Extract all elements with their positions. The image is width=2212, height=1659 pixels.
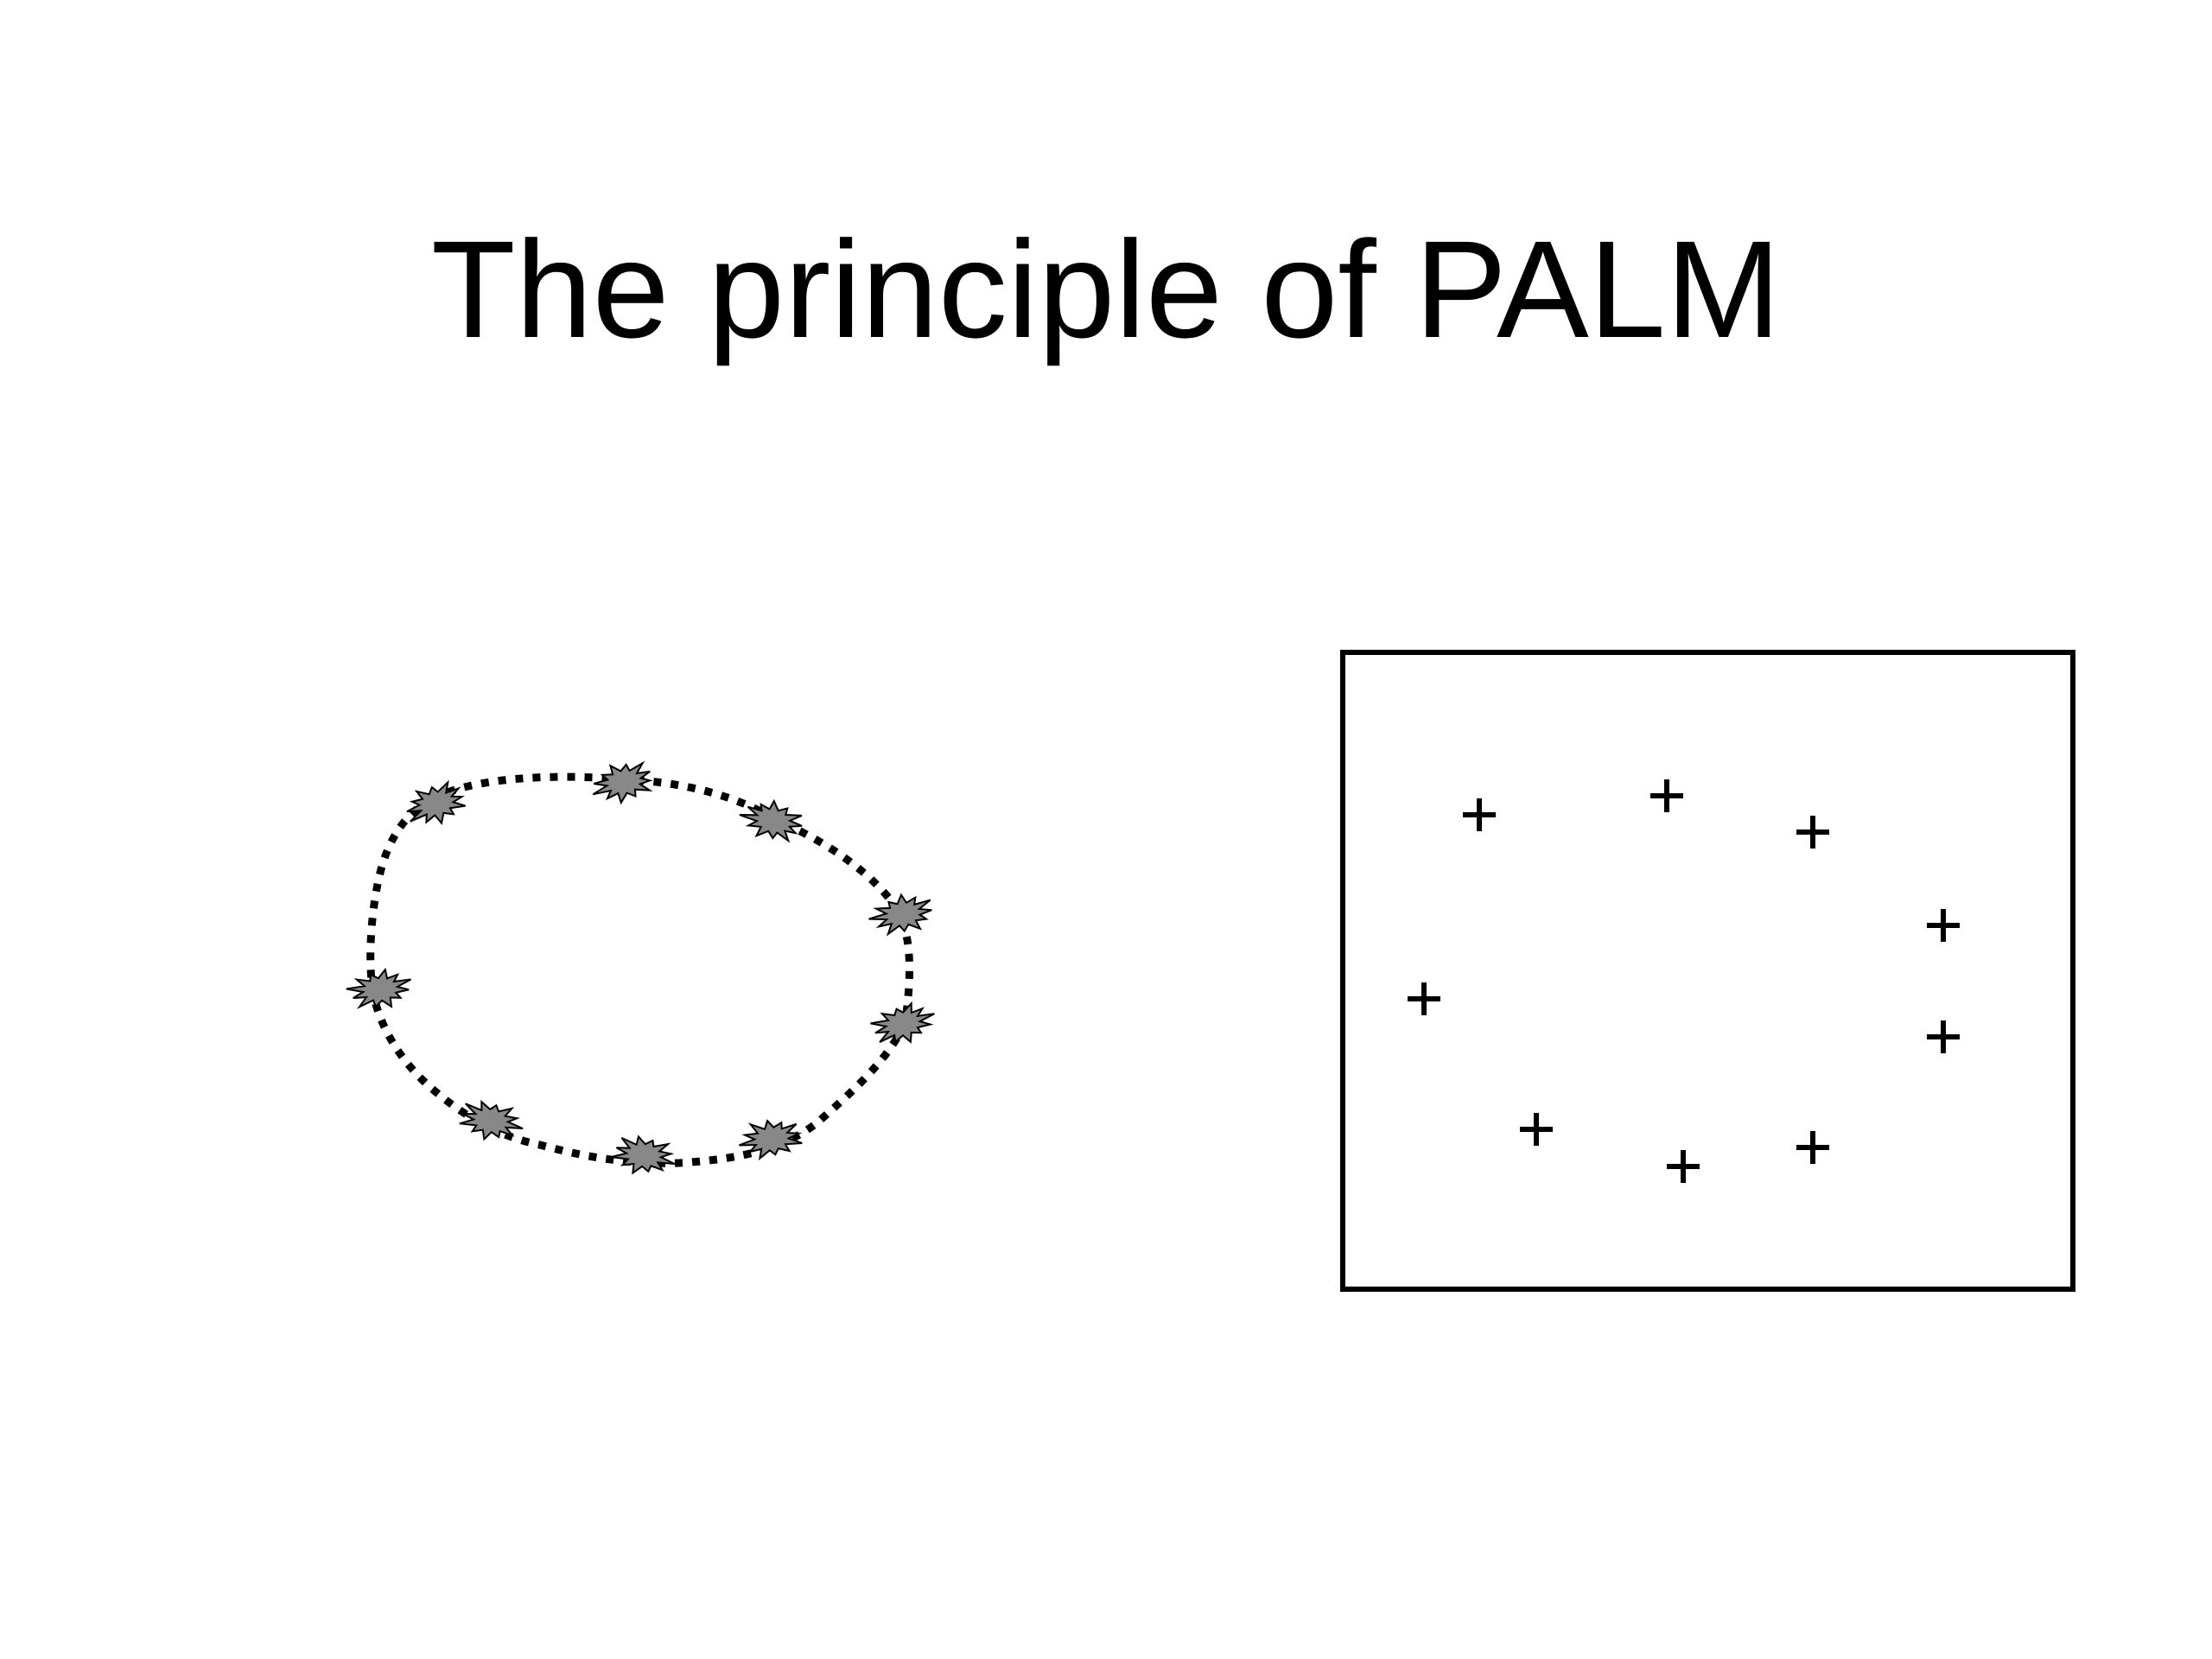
right-panel [1340,650,2075,1292]
starburst-icon [611,1135,676,1175]
starburst-icon [459,1099,524,1141]
plus-icon [1463,798,1496,831]
starburst-icon [406,779,466,825]
markers-group [1408,779,1960,1183]
plus-icon [1667,1150,1700,1183]
starburst-icon [592,760,653,805]
image-frame [1340,650,2075,1292]
plus-icon [1927,1020,1960,1053]
plus-icon [1520,1113,1553,1146]
left-panel [346,760,935,1175]
starburst-icon [870,1001,935,1044]
plus-icon [1796,1131,1829,1164]
starburst-icon [739,798,803,843]
starburst-icon [868,893,932,937]
plus-icon [1927,909,1960,942]
plus-icon [1650,779,1683,812]
cell-outline [366,772,914,1167]
starburst-icon [346,967,412,1009]
slide-title: The principle of PALM [430,212,1782,366]
plus-icon [1408,982,1440,1015]
plus-icon [1796,816,1829,849]
molecules-group [346,760,935,1175]
starburst-icon [739,1119,803,1160]
